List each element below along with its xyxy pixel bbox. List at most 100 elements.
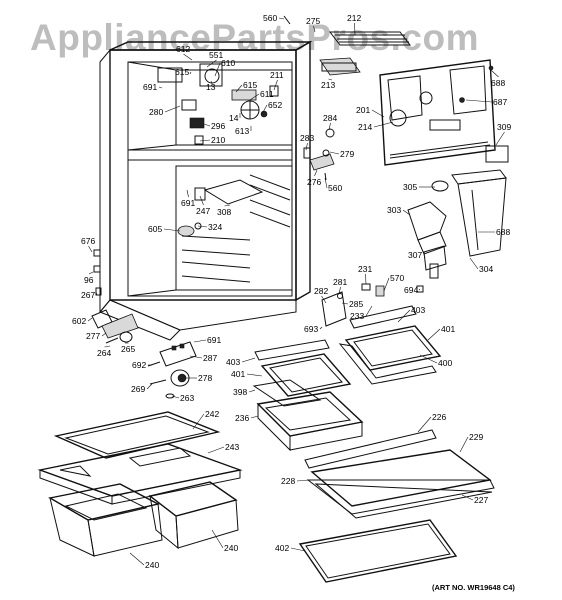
leader-line (418, 288, 421, 291)
refrigerator-cabinet (99, 40, 313, 341)
leader-line (314, 169, 318, 177)
leader-line (465, 99, 493, 103)
part-number-label: 613 (235, 126, 249, 136)
leader-line (354, 22, 356, 36)
part-number-label: 307 (408, 250, 422, 260)
part-number-label: 282 (314, 286, 328, 296)
callout-688a: 688 (490, 69, 505, 88)
callout-96: 96 (84, 271, 94, 285)
part-number-label: 403 (411, 305, 425, 315)
panel-309 (485, 145, 509, 163)
part-number-label: 226 (432, 412, 446, 422)
left-side-fittings (91, 249, 139, 344)
part-number-label: 278 (198, 373, 212, 383)
damper-parts (303, 128, 335, 181)
leader-line (419, 354, 438, 364)
callout-560a: 560 (263, 13, 285, 23)
callout-551: 551 (206, 50, 223, 68)
part-number-label: 228 (281, 476, 295, 486)
leader-line (129, 552, 145, 566)
part-number-label: 263 (180, 393, 194, 403)
callout-401a: 401 (427, 324, 455, 341)
part-number-label: 276 (307, 177, 321, 187)
part-number-label: 602 (72, 316, 86, 326)
callout-296: 296 (203, 121, 225, 131)
callout-688b: 688 (478, 227, 510, 237)
leader-line (273, 79, 278, 91)
leader-line (290, 547, 306, 552)
leader-line (224, 204, 231, 207)
callout-229: 229 (459, 432, 483, 453)
callout-212: 212 (347, 13, 361, 36)
leader-line (235, 84, 243, 93)
callout-282: 282 (314, 286, 328, 304)
leader-line (402, 209, 411, 216)
callout-277: 277 (86, 331, 107, 341)
glass-shelf-upper-left (252, 339, 352, 407)
part-number-label: 551 (209, 50, 223, 60)
leader-line (164, 105, 181, 113)
part-number-label: 691 (181, 198, 195, 208)
part-number-label: 560 (328, 183, 342, 193)
part-number-label: 214 (358, 122, 372, 132)
leader-line (248, 389, 256, 393)
leader-line (246, 373, 263, 377)
part-number-label: 240 (145, 560, 159, 570)
part-number-label: 308 (217, 207, 231, 217)
part-number-label: 229 (469, 432, 483, 442)
part-number-label: 233 (350, 311, 364, 321)
part-number-label: 231 (358, 264, 372, 274)
leader-line (163, 228, 181, 232)
part-number-label: 280 (149, 107, 163, 117)
callout-285: 285 (341, 299, 363, 309)
part-number-label: 212 (347, 13, 361, 23)
leader-line (88, 245, 93, 253)
leader-line (417, 416, 432, 433)
callout-226: 226 (417, 412, 446, 433)
part-number-label: 213 (321, 80, 335, 90)
part-number-label: 304 (479, 264, 493, 274)
callout-615b: 615 (235, 80, 257, 93)
callout-214: 214 (358, 121, 394, 132)
leader-line (427, 328, 441, 341)
leader-line (193, 339, 207, 343)
air-duct-assembly (407, 169, 507, 279)
callout-240a: 240 (211, 529, 238, 553)
leader-line (365, 273, 367, 285)
part-number-label: 309 (497, 122, 511, 132)
callout-276: 276 (307, 169, 321, 187)
leader-line (278, 17, 285, 20)
leader-line (199, 139, 211, 142)
callout-13: 13 (206, 80, 216, 92)
callout-280: 280 (149, 105, 181, 117)
watermark-text: AppliancePartsPros.com (30, 17, 479, 58)
leader-line (249, 93, 260, 101)
leader-line (383, 277, 390, 292)
callout-691c: 691 (193, 335, 221, 345)
part-number-label: 615 (243, 80, 257, 90)
leader-line (321, 295, 327, 304)
leader-line (171, 395, 180, 399)
part-number-label: 242 (205, 409, 219, 419)
part-number-label: 693 (304, 324, 318, 334)
callout-307: 307 (408, 250, 426, 260)
leader-line (189, 355, 203, 359)
part-number-label: 13 (206, 82, 216, 92)
part-number-label: 398 (233, 387, 247, 397)
part-number-label: 692 (132, 360, 146, 370)
leader-line (365, 305, 373, 317)
part-number-label: 236 (235, 413, 249, 423)
callout-278: 278 (185, 373, 212, 383)
part-number-label: 560 (263, 13, 277, 23)
leader-line (101, 332, 107, 337)
part-number-label: 694 (404, 285, 418, 295)
leader-line (261, 104, 268, 115)
part-number-label: 281 (333, 277, 347, 287)
leader-line (313, 25, 316, 33)
part-number-label: 227 (474, 495, 488, 505)
leader-line (146, 383, 153, 390)
part-number-label: 615 (175, 67, 189, 77)
part-number-label: 402 (275, 543, 289, 553)
part-number-label: 277 (86, 331, 100, 341)
callout-281: 281 (333, 277, 347, 295)
